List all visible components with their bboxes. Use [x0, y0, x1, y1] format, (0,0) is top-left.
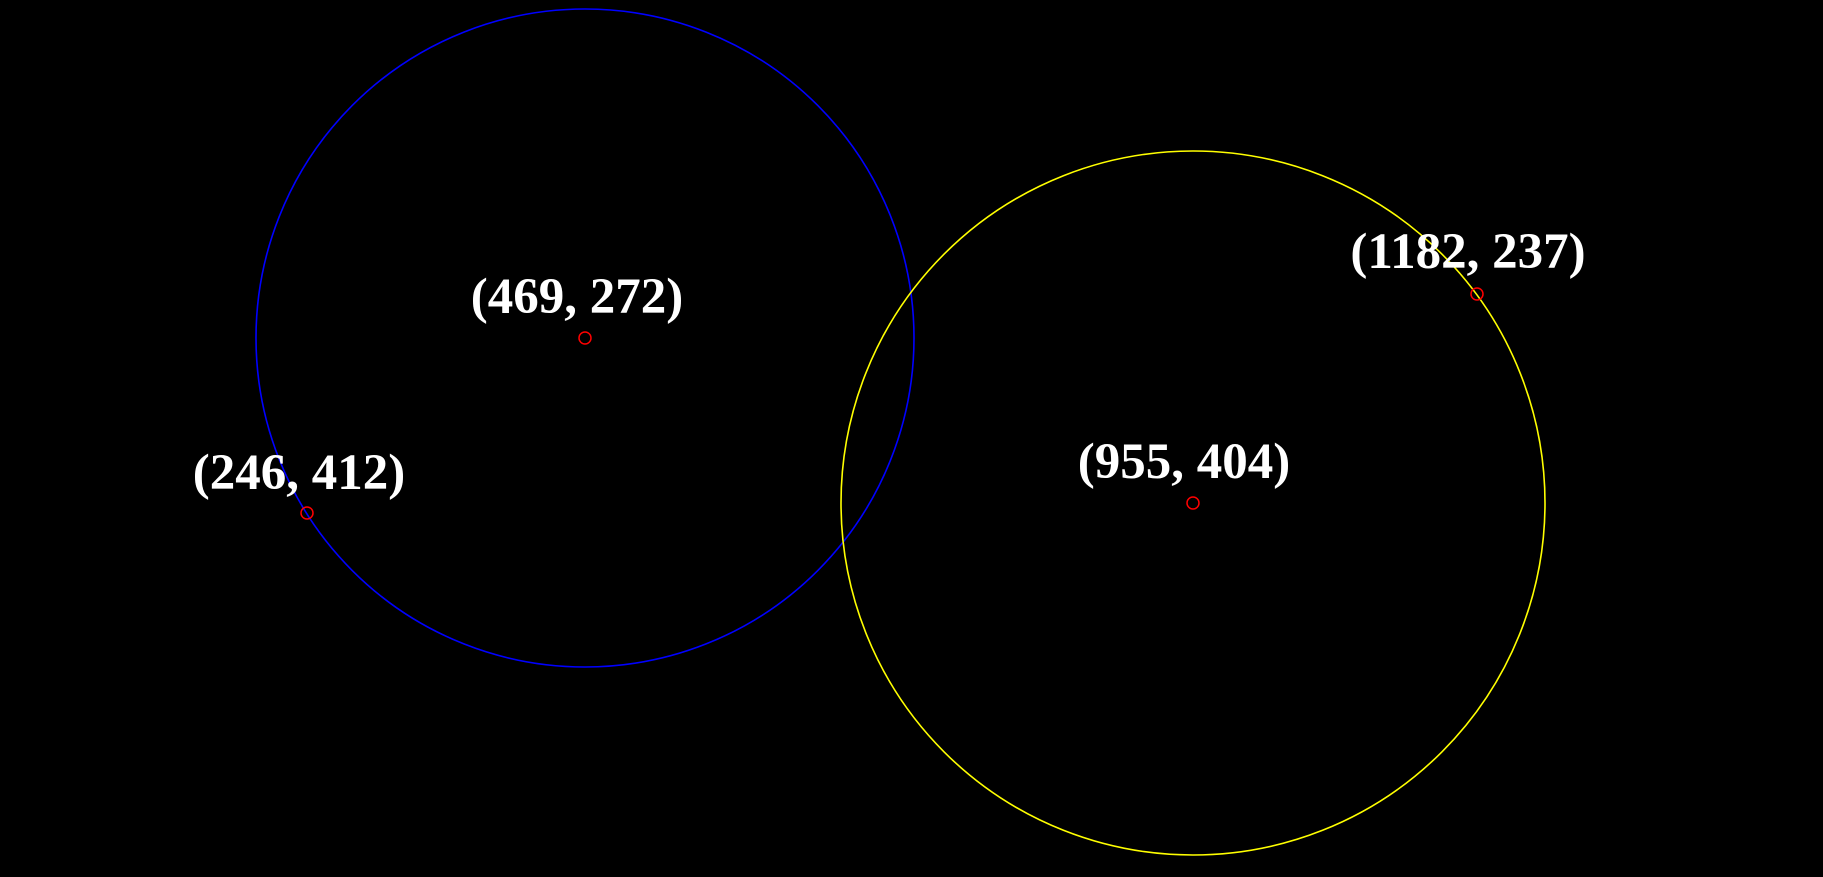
blue-circle-group: (469, 272) (246, 412)	[193, 8, 915, 668]
yellow-circle-point-label: (1182, 237)	[1350, 224, 1585, 280]
blue-circle-center-marker	[578, 331, 592, 345]
yellow-circle-group: (955, 404) (1182, 237)	[840, 150, 1586, 856]
blue-circle-point-marker	[300, 506, 314, 520]
blue-circle	[255, 8, 915, 668]
yellow-circle-point-marker	[1470, 287, 1484, 301]
yellow-circle-center-label: (955, 404)	[1078, 434, 1290, 490]
blue-circle-center-label: (469, 272)	[471, 269, 683, 325]
yellow-circle-center-marker	[1186, 496, 1200, 510]
yellow-circle	[840, 150, 1546, 856]
blue-circle-point-label: (246, 412)	[193, 445, 405, 501]
